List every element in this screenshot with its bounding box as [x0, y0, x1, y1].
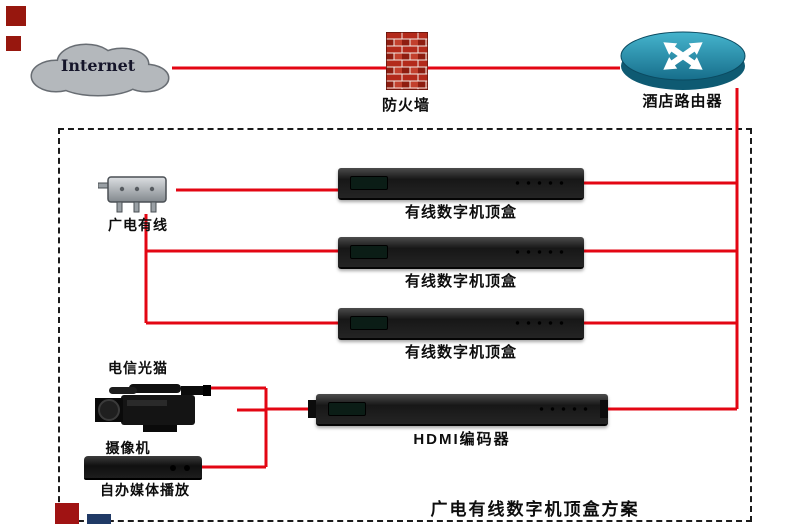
modem-label: 电信光猫: [108, 360, 168, 376]
router-label: 酒店路由器: [642, 93, 723, 110]
brick-wall: [385, 31, 429, 91]
internet-cloud-icon: Internet: [22, 36, 174, 98]
set-top-box-device: [338, 237, 584, 269]
router-icon: [618, 26, 748, 92]
solution-title: 广电有线数字机顶盒方案: [430, 500, 640, 519]
splitter-label: 广电有线: [108, 217, 168, 233]
set-top-box-device: [338, 308, 584, 340]
camcorder-shape: [95, 384, 211, 432]
camera-label: 摄像机: [105, 440, 151, 456]
red-marker: [6, 6, 26, 26]
internet-label: Internet: [60, 56, 136, 75]
stb-label: 有线数字机顶盒: [404, 204, 517, 221]
stb-display: [350, 316, 388, 330]
media-player-device: [84, 456, 202, 480]
cloud-shape: [30, 43, 170, 97]
encoder-label: HDMI编码器: [413, 431, 511, 448]
stb-display: [350, 245, 388, 259]
router-disc: [620, 31, 746, 90]
camera-icon: [95, 382, 237, 438]
splitter-shape: [97, 176, 167, 213]
firewall-icon: [385, 31, 429, 91]
blue-marker: [87, 514, 111, 524]
cable-splitter-icon: [97, 166, 176, 214]
encoder-display: [328, 402, 366, 416]
hdmi-encoder-device: [308, 394, 608, 426]
set-top-box-device: [338, 168, 584, 200]
firewall-label: 防火墙: [381, 97, 430, 114]
red-wire: [144, 66, 739, 469]
solution-boundary: [58, 128, 752, 522]
stb-display: [350, 176, 388, 190]
red-marker: [55, 503, 79, 524]
stb-label: 有线数字机顶盒: [404, 344, 517, 361]
stb-label: 有线数字机顶盒: [404, 273, 517, 290]
red-marker: [6, 36, 21, 51]
media-label: 自办媒体播放: [100, 482, 190, 498]
